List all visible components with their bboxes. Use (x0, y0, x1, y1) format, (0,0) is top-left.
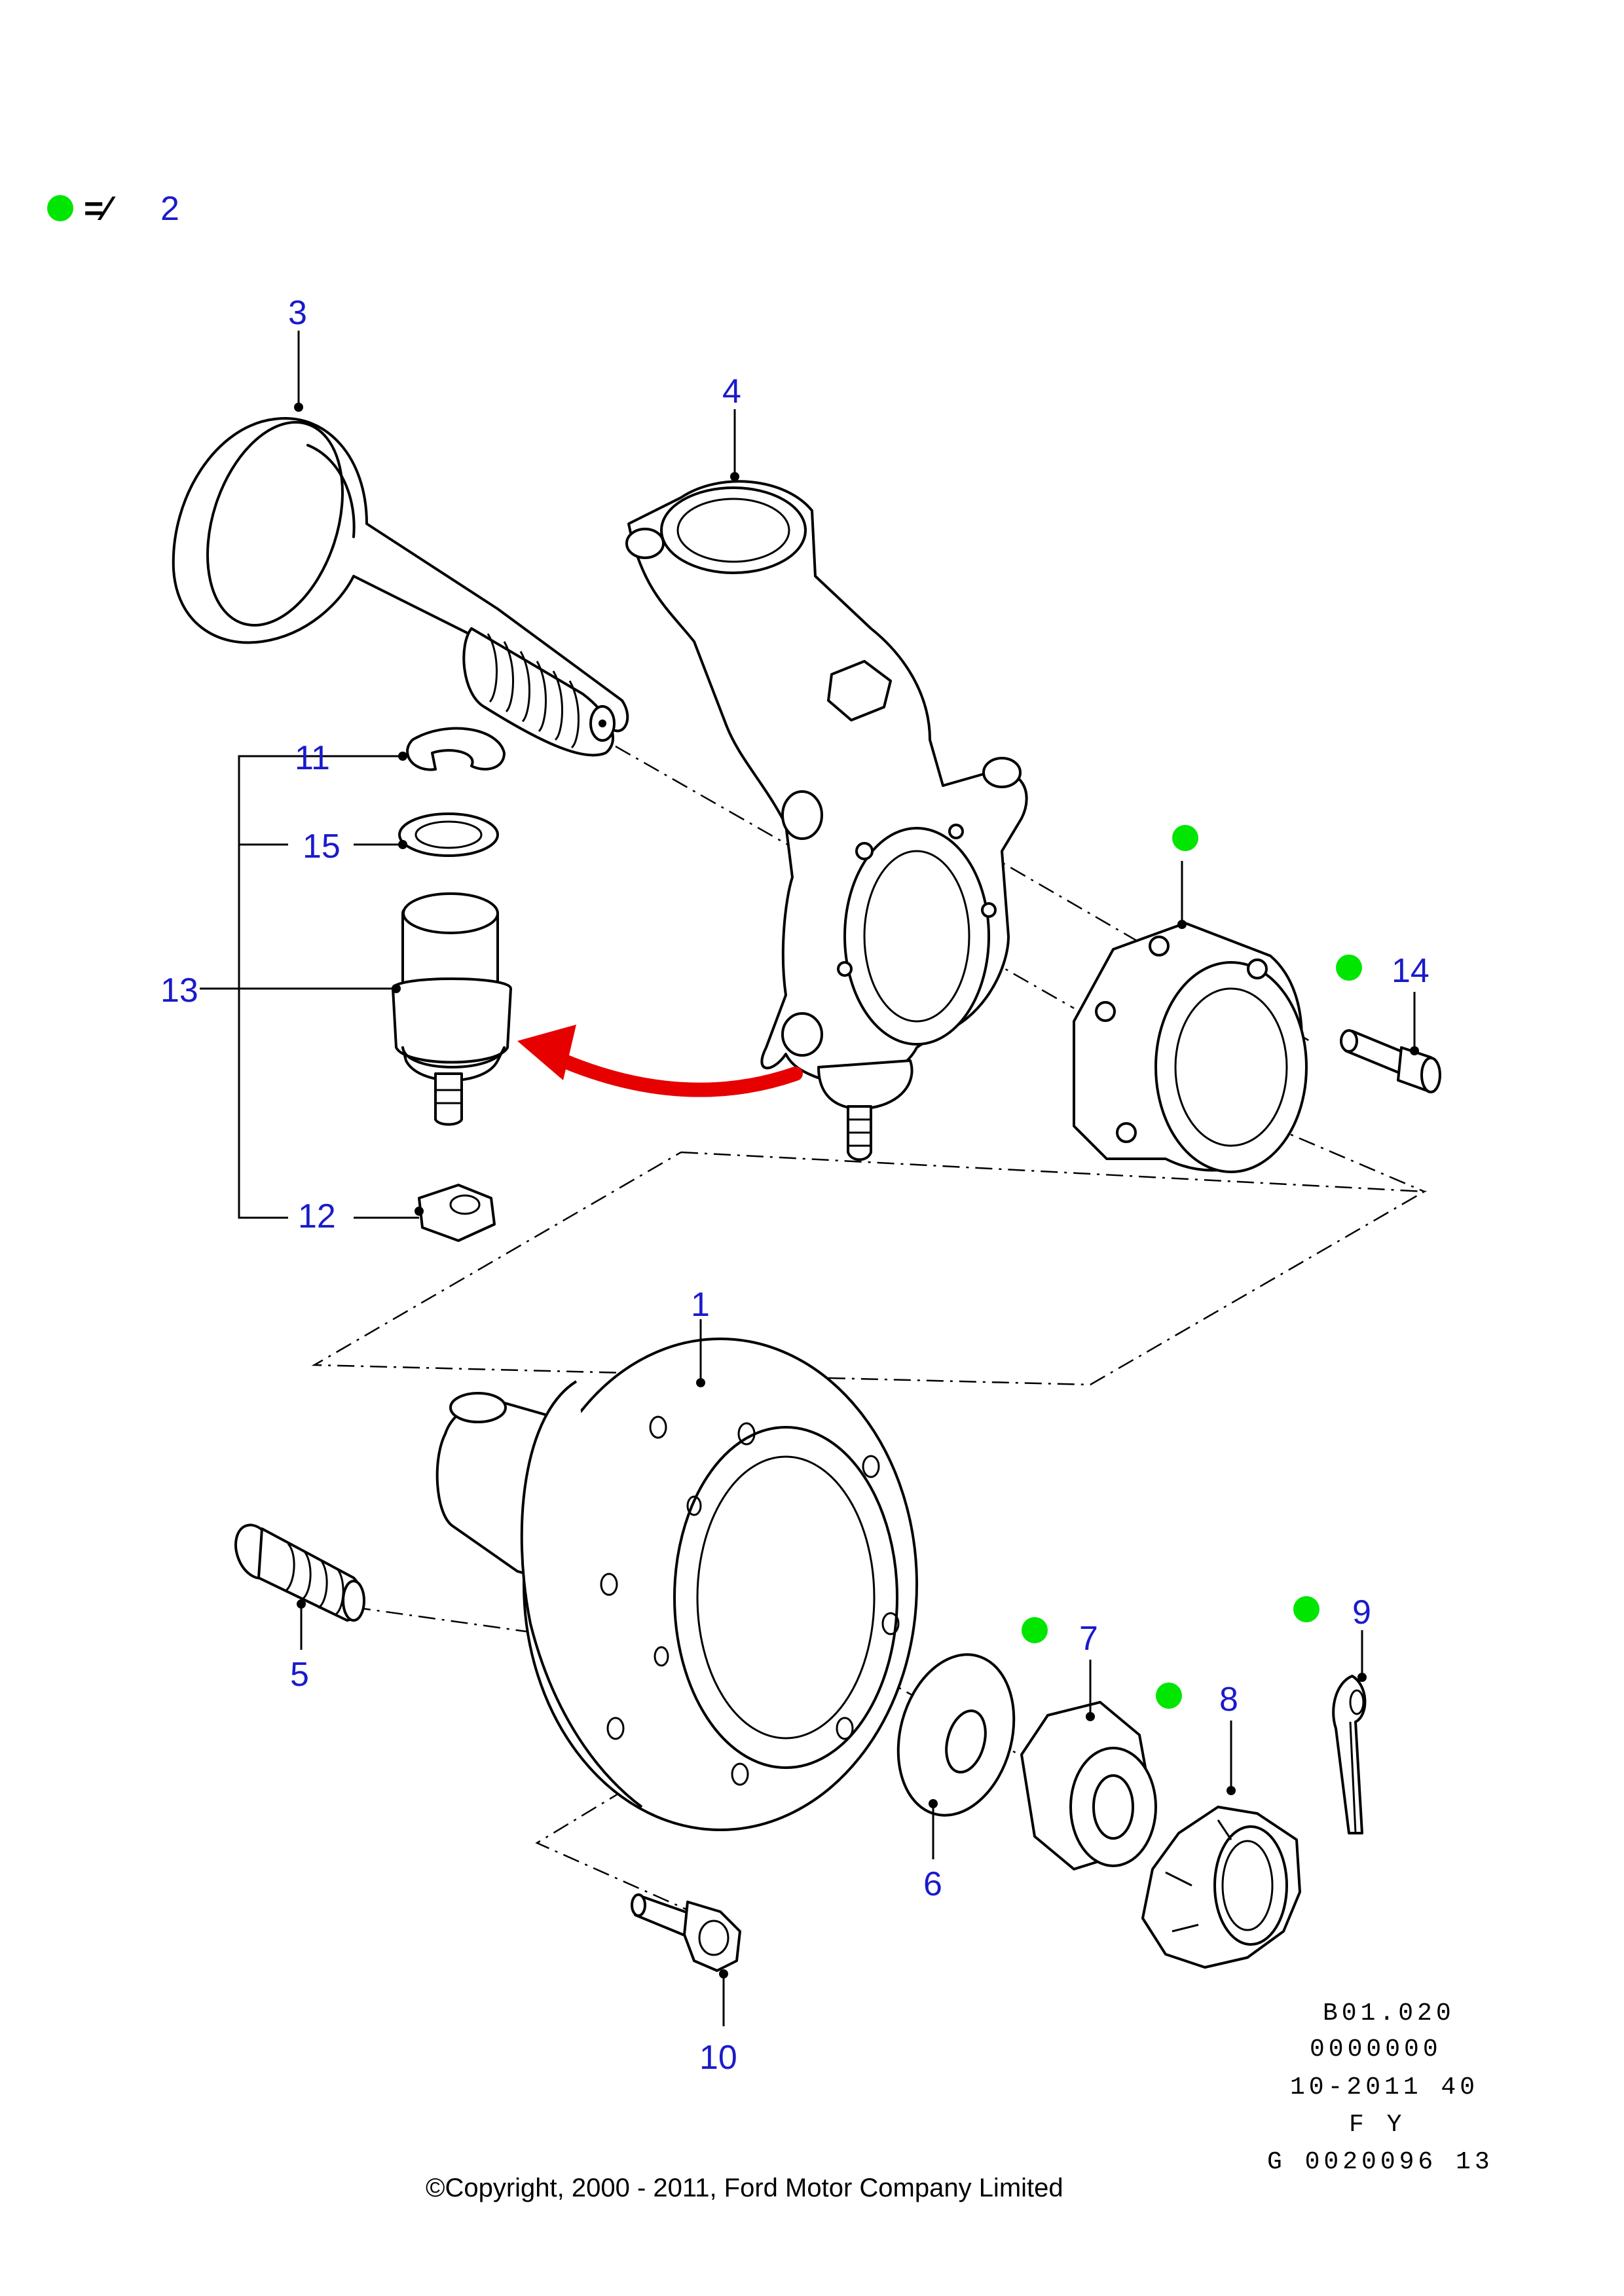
reference-code-2: 0000000 (1310, 2035, 1442, 2064)
steering-knuckle (625, 472, 1028, 1161)
marker-icon (1172, 825, 1198, 851)
legend-symbol: =∕ (84, 190, 116, 228)
wheel-bearing-housing (1073, 825, 1308, 1173)
socket-head-bolt (1336, 955, 1441, 1093)
callout-13: 13 (160, 972, 198, 1010)
legend-marker-icon (47, 195, 73, 221)
reference-code-3: 10-2011 40 (1290, 2073, 1479, 2102)
callout-8: 8 (1219, 1681, 1238, 1719)
copyright-notice: ©Copyright, 2000 - 2011, Ford Motor Comp… (426, 2174, 1063, 2202)
leader-lines (200, 331, 1416, 2026)
flange-bolt (631, 1893, 741, 1978)
callout-6: 6 (923, 1865, 942, 1903)
callout-1: 1 (691, 1286, 710, 1324)
reference-code-4: F Y (1349, 2111, 1405, 2139)
reference-code-5: G 0020096 13 (1267, 2148, 1494, 2176)
replacement-arrow (517, 1025, 803, 1097)
nut-lock-ring (1141, 1683, 1301, 1969)
callout-10: 10 (699, 2039, 737, 2077)
marker-icon (1156, 1683, 1182, 1709)
callout-9: 9 (1352, 1594, 1371, 1631)
callout-12: 12 (298, 1197, 336, 1235)
split-pin (1293, 1596, 1367, 1834)
callout-numbers: 3 4 11 15 13 12 14 1 5 7 8 9 6 10 (160, 294, 1430, 2077)
callout-14: 14 (1392, 952, 1430, 990)
marker-icon (1336, 955, 1362, 981)
thrust-washer (896, 1653, 1016, 1817)
marker-icon (1293, 1596, 1320, 1622)
callout-5: 5 (290, 1656, 309, 1694)
drive-shaft-stub (172, 403, 629, 757)
reference-code-1: B01.020 (1323, 1999, 1455, 2028)
callout-15: 15 (303, 828, 341, 866)
wheel-hub (435, 1338, 918, 1831)
ball-joint-kit (392, 727, 512, 1242)
marker-icon (1022, 1617, 1048, 1643)
legend-label: 2 (160, 190, 179, 228)
callout-7: 7 (1079, 1620, 1098, 1658)
callout-3: 3 (288, 294, 307, 332)
wheel-stud (234, 1523, 365, 1622)
callout-11: 11 (295, 739, 330, 777)
hub-nut (1020, 1617, 1157, 1870)
reference-codes: B01.020 0000000 10-2011 40 F Y G 0020096… (1267, 1999, 1494, 2176)
legend: =∕ 2 (47, 190, 179, 228)
callout-4: 4 (722, 373, 741, 410)
